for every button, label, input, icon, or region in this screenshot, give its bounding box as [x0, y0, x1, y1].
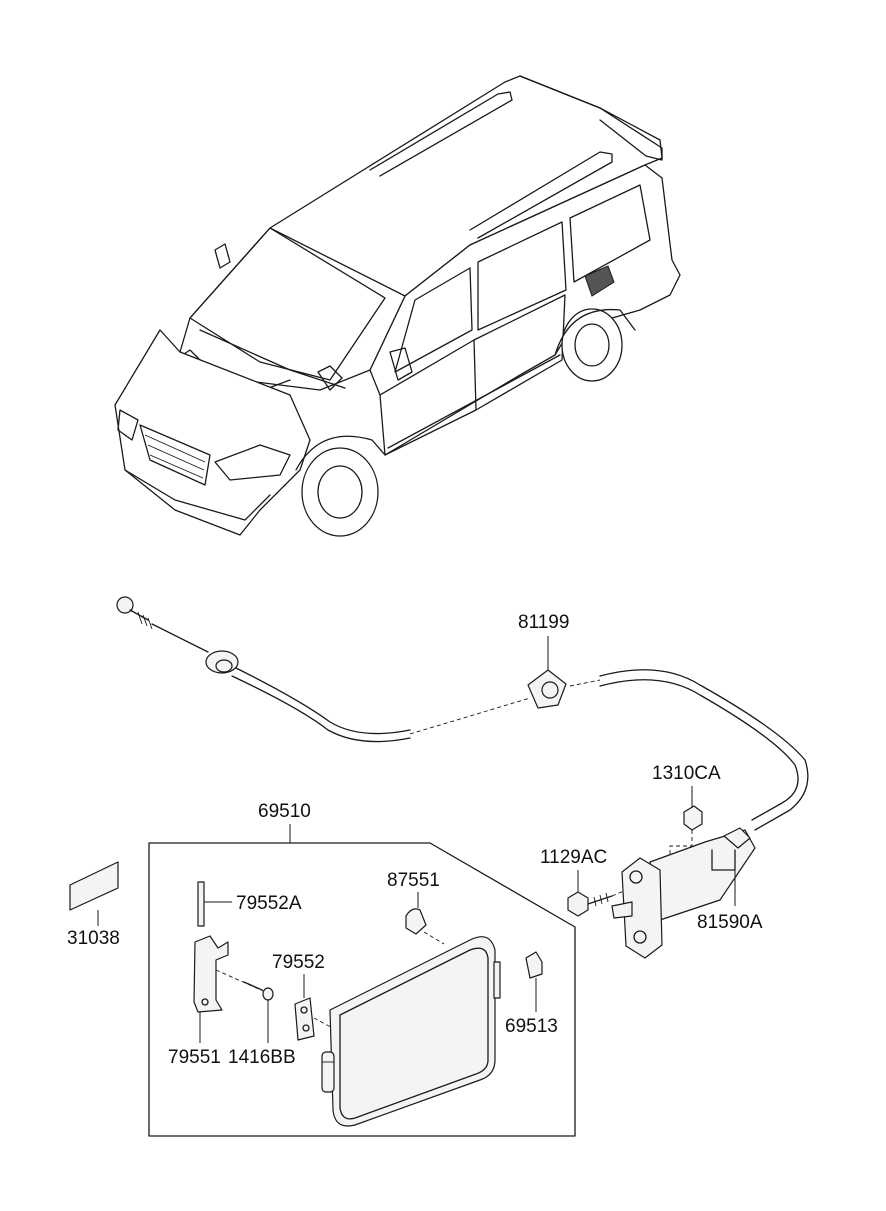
label-79551: 79551	[168, 1047, 221, 1068]
label-31038: 31038	[67, 928, 120, 949]
release-cable	[116, 596, 809, 831]
label-79552A: 79552A	[236, 893, 302, 914]
label-69510: 69510	[258, 801, 311, 822]
label-1129AC: 1129AC	[540, 847, 607, 868]
fuel-door-assembly-box	[148, 842, 576, 1137]
label-79552: 79552	[272, 952, 325, 973]
leader-lines	[97, 636, 736, 1043]
latch-actuator	[567, 805, 756, 959]
vehicle-illustration	[114, 75, 681, 537]
label-87551: 87551	[387, 870, 440, 891]
label-1310CA: 1310CA	[652, 763, 721, 784]
part-labels: 81199 1310CA 69510 1129AC 87551 79552A 8…	[67, 612, 763, 1068]
label-plate	[69, 861, 119, 911]
fuel-door-marker	[584, 265, 615, 297]
label-81590A: 81590A	[697, 912, 763, 933]
label-69513: 69513	[505, 1016, 558, 1037]
label-1416BB: 1416BB	[228, 1047, 296, 1068]
label-81199: 81199	[518, 612, 569, 633]
